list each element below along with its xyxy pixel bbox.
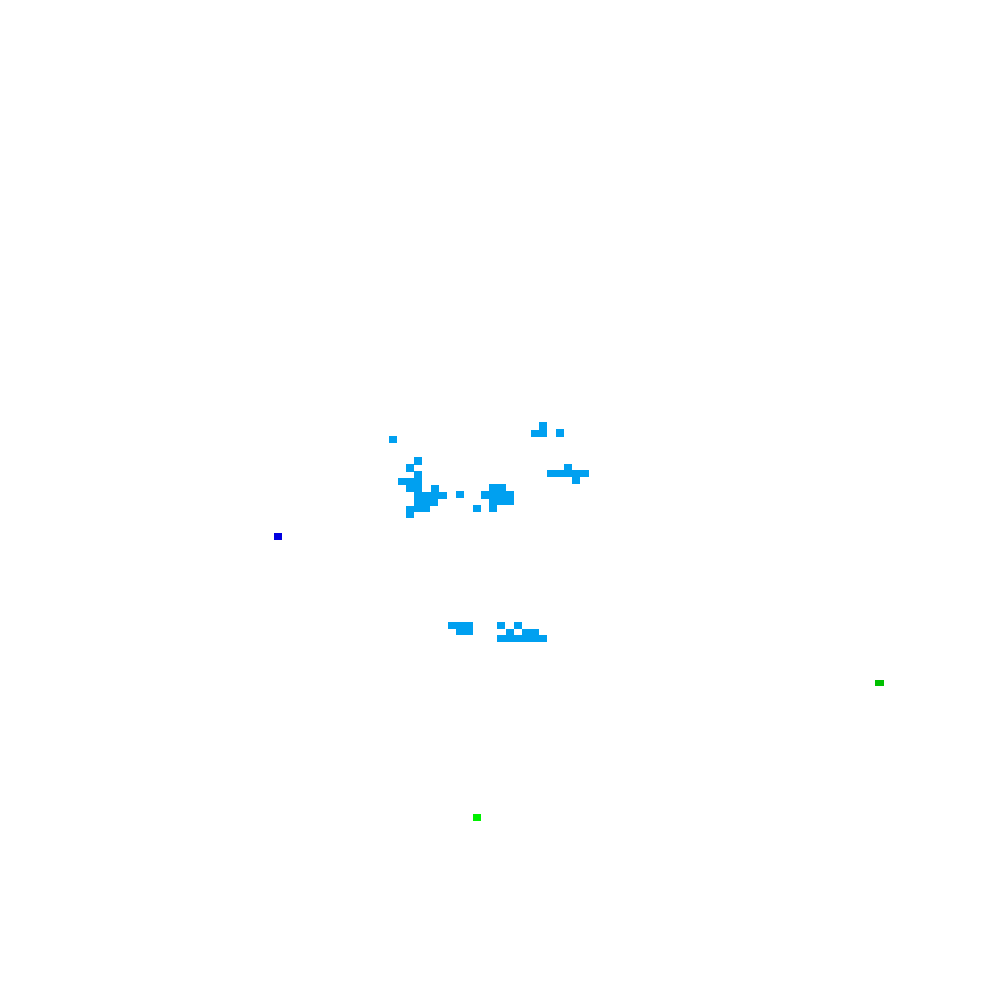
cluster-cell [406,464,414,472]
cluster-cell [522,629,539,635]
cluster-cell [481,491,514,499]
green-marker [875,680,884,686]
cluster-cell [414,471,422,479]
cluster-cell [398,478,422,485]
cluster-cell [456,629,473,635]
cluster-cell [556,429,564,437]
cluster-cell [547,470,589,477]
cluster-cell [406,506,414,518]
cluster-cell [406,485,422,492]
cluster-cell [489,505,497,512]
cluster-cell [564,464,572,472]
cluster-cell [448,622,473,629]
cluster-cell [414,506,430,512]
cluster-cell [456,491,464,498]
cluster-cell [572,477,580,484]
cluster-cell [431,485,439,493]
cluster-cell [489,498,514,505]
cluster-cell [531,430,547,437]
cluster-cell [389,436,397,443]
cluster-cell [473,505,481,512]
cluster-cell [414,492,447,499]
green-marker [473,814,481,821]
cluster-cell [514,622,522,629]
cluster-cell [539,422,547,430]
blue-marker [274,533,282,540]
cluster-cell [414,457,422,465]
cluster-cell [497,622,505,629]
cluster-cell [497,635,547,642]
cluster-cell [489,484,506,492]
cluster-cell [506,629,514,635]
cluster-cell [414,499,438,506]
